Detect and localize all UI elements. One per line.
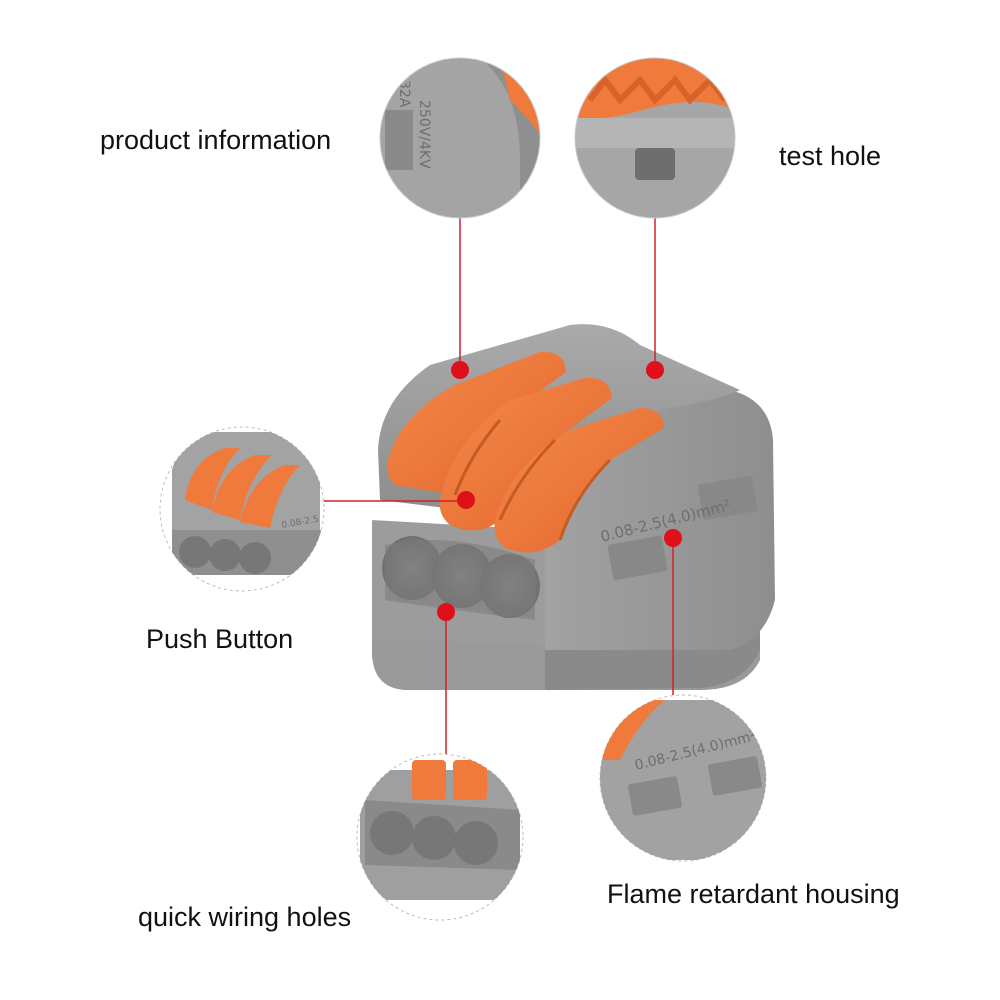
test-hole-opening xyxy=(635,148,675,180)
orange-levers xyxy=(387,351,664,553)
main-wiring-holes xyxy=(382,536,540,620)
embossed-rating-current: 32A xyxy=(396,80,412,108)
embossed-rating-voltage: 250V/4KV xyxy=(416,100,432,169)
label-product-information: product information xyxy=(100,125,332,155)
side-slot-2 xyxy=(697,475,758,520)
label-flame-retardant-housing: Flame retardant housing xyxy=(607,879,900,909)
label-test-hole: test hole xyxy=(779,141,882,171)
zoom-test-hole xyxy=(574,57,736,219)
zoom-quick-wiring-holes xyxy=(356,753,524,921)
label-quick-wiring-holes: quick wiring holes xyxy=(138,902,352,932)
main-connector: 0.08-2.5(4.0)mm² xyxy=(372,324,775,690)
zoom-product-information: 32A 250V/4KV xyxy=(379,57,541,219)
zoom-flame-retardant-housing: 0.08-2.5(4.0)mm² xyxy=(599,694,767,862)
leader-lines xyxy=(322,218,674,754)
side-slot-1 xyxy=(607,535,668,580)
callout-dots xyxy=(437,361,682,621)
label-push-button: Push Button xyxy=(146,624,294,654)
zoom-push-button: 0.08-2.5 xyxy=(159,426,325,592)
